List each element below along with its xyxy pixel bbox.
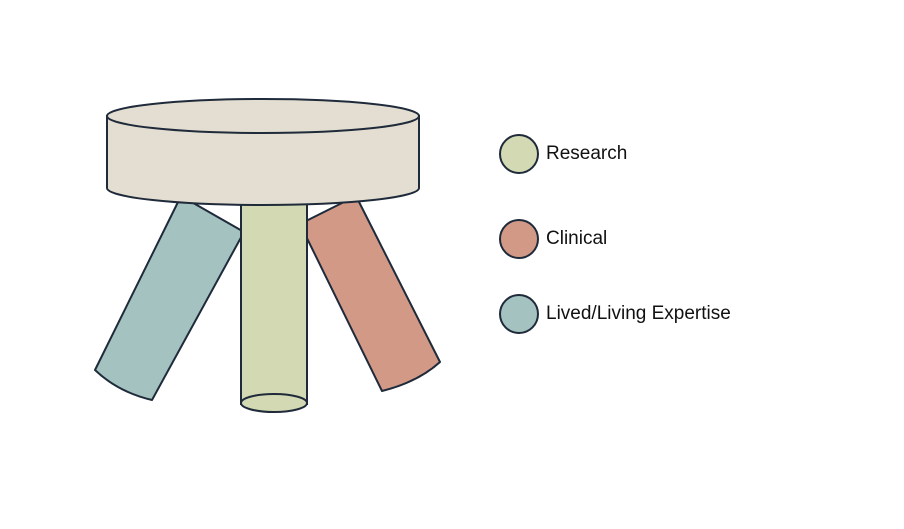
clinical-swatch bbox=[499, 219, 539, 259]
legend-label-clinical: Clinical bbox=[546, 228, 608, 249]
seat-side bbox=[106, 115, 420, 206]
legend-label-lived-living-expertise: Lived/Living Expertise bbox=[546, 303, 731, 324]
leg-clinical-body bbox=[299, 195, 441, 392]
leg-research-body bbox=[240, 189, 308, 405]
legend-label-research: Research bbox=[546, 143, 628, 164]
legend-item-research: Research bbox=[499, 132, 627, 176]
leg-research-base bbox=[240, 393, 308, 413]
research-swatch bbox=[499, 134, 539, 174]
leg-clinical bbox=[299, 195, 441, 392]
leg-lived-body bbox=[94, 195, 245, 401]
seat-top bbox=[106, 98, 420, 134]
stool-seat bbox=[106, 98, 420, 206]
legend-item-clinical: Clinical bbox=[499, 217, 607, 261]
lived-living-expertise-swatch bbox=[499, 294, 539, 334]
legend-item-lived-living-expertise: Lived/Living Expertise bbox=[499, 292, 731, 336]
leg-research bbox=[240, 189, 308, 413]
leg-lived-living-expertise bbox=[94, 195, 245, 401]
